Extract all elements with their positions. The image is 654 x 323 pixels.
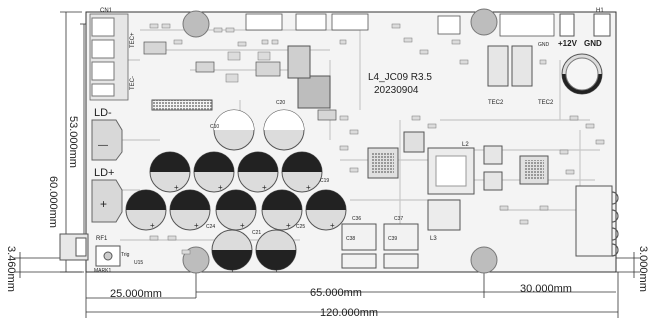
button-switch: [95, 245, 121, 267]
capacitor-array: [125, 109, 347, 271]
v12-label: +12V: [558, 39, 578, 48]
cn1-label: CN1: [100, 8, 113, 14]
tec-plus-label: TEC+: [130, 32, 136, 48]
side-jack: [59, 233, 89, 261]
board-title: L4_JC09 R3.5: [368, 72, 432, 83]
mark1-label: MARK1: [94, 268, 111, 274]
c20-label: C20: [276, 100, 285, 106]
svg-text:+: +: [194, 221, 199, 230]
u15-label: U15: [134, 260, 143, 266]
right-edge-connector: [575, 185, 619, 257]
capacitor-plus-marks: + + + + + + + + + + +: [150, 183, 335, 274]
c24-label: C24: [206, 224, 215, 230]
dim-60: 60.000mm: [47, 176, 59, 228]
dim-30: 30.000mm: [520, 283, 572, 295]
dim-25: 25.000mm: [110, 288, 162, 300]
inductor-l3: [427, 199, 461, 231]
svg-text:+: +: [274, 265, 279, 274]
smd-caps-bottom: [341, 223, 419, 269]
ic-middle-1: [367, 147, 399, 179]
top-connectors: [245, 13, 555, 37]
svg-text:+: +: [218, 183, 223, 192]
c39-label: C39: [388, 236, 397, 242]
smd-components: [149, 23, 605, 255]
dim-65: 65.000mm: [310, 287, 362, 299]
tec2-label-b: TEC2: [538, 100, 554, 106]
svg-text:+: +: [100, 197, 107, 211]
board-date: 20230904: [374, 85, 419, 96]
gnd-label: GND: [584, 39, 602, 48]
svg-text:—: —: [98, 140, 108, 151]
ld-plus-label: LD+: [94, 167, 115, 179]
connector-cn1: [89, 13, 129, 101]
rf1-label: RF1: [96, 236, 108, 242]
l2-label: L2: [462, 142, 469, 148]
c21-label: C21: [252, 230, 261, 236]
tec-minus-label: TEC-: [130, 76, 136, 90]
c38-label: C38: [346, 236, 355, 242]
svg-text:+: +: [286, 221, 291, 230]
svg-text:+: +: [240, 221, 245, 230]
mounting-holes: [182, 8, 498, 274]
dim-53: 53.000mm: [67, 116, 79, 168]
ld-plus-pad: +: [91, 179, 123, 223]
inductor-l2: [427, 147, 475, 195]
svg-text:+: +: [230, 265, 235, 274]
c10-label: C10: [210, 124, 219, 130]
c19-label: C19: [320, 178, 329, 184]
c25-label: C25: [296, 224, 305, 230]
c36-label: C36: [352, 216, 361, 222]
svg-text:+: +: [174, 183, 179, 192]
gnd-small-label: GND: [538, 42, 550, 48]
header-strip: [151, 99, 213, 111]
dim-overall-width: 120.000mm: [320, 307, 378, 319]
ic-small: [143, 41, 337, 121]
h1-label: H1: [596, 8, 604, 14]
svg-text:+: +: [150, 221, 155, 230]
inductor-top: [287, 45, 331, 109]
svg-text:+: +: [330, 221, 335, 230]
ld-minus-pad: —: [91, 119, 123, 161]
l3-label: L3: [430, 236, 437, 242]
dim-3000: 3.000mm: [637, 246, 649, 292]
dim-3460: 3.460mm: [5, 246, 17, 292]
tec-driver-ic: [519, 155, 549, 185]
svg-text:+: +: [306, 183, 311, 192]
c37-label: C37: [394, 216, 403, 222]
ic-middle-2: [403, 131, 425, 153]
capacitor-top-right: [561, 53, 603, 95]
trig-label: Trig: [121, 252, 130, 258]
mosfets-right: [483, 45, 533, 191]
power-pads: [559, 13, 611, 37]
ld-minus-label: LD-: [94, 107, 112, 119]
svg-text:+: +: [262, 183, 267, 192]
tec2-label-a: TEC2: [488, 100, 504, 106]
